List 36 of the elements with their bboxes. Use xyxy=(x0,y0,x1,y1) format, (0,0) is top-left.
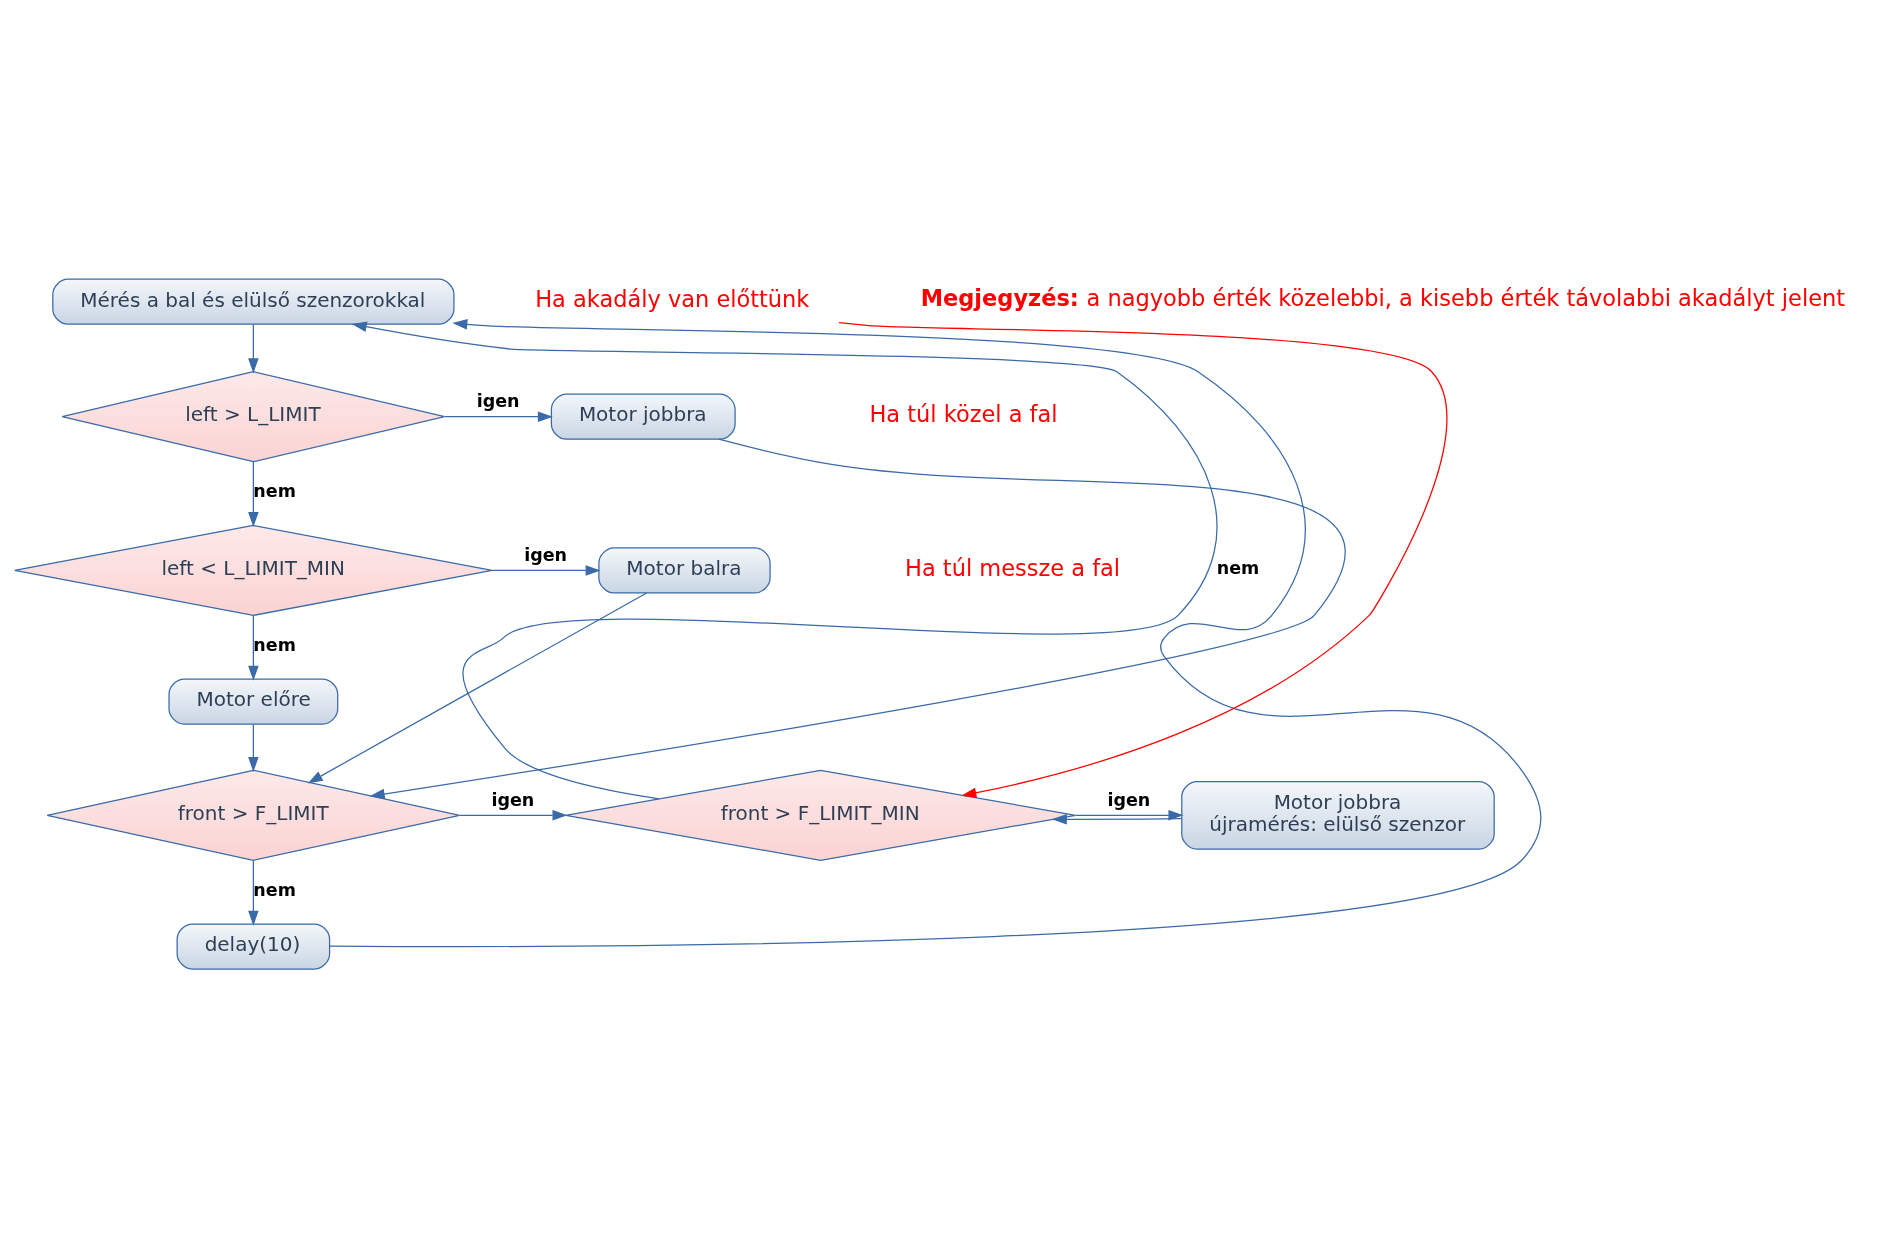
node-text: Ha akadály van előttünk xyxy=(534,286,809,313)
arrow xyxy=(369,438,1345,800)
edge-label: igen xyxy=(490,789,534,810)
arrow xyxy=(328,319,1541,948)
arrow xyxy=(351,321,1218,800)
label: Ha túl közel a fal xyxy=(868,401,1058,428)
edge-label: nem xyxy=(252,634,296,655)
label: Megjegyzés: a nagyobb érték közelebbi, a kisebb érték távolabbi akadályt jelent xyxy=(920,284,1845,311)
arrow xyxy=(247,723,259,772)
edge-label: nem xyxy=(252,879,296,900)
node-box: delay(10) xyxy=(176,923,330,970)
arrow xyxy=(247,461,259,528)
node-box: Motor előre xyxy=(167,678,338,725)
edge-label: igen xyxy=(523,544,567,565)
arrow xyxy=(837,322,1447,798)
node-box: Motor jobbra újramérés: elülső szenzor xyxy=(1180,780,1495,850)
arrow xyxy=(491,565,601,576)
arrow xyxy=(1051,814,1182,825)
arrow xyxy=(443,411,553,422)
edge-label: nem xyxy=(1216,557,1259,578)
edge-label: igen xyxy=(1106,789,1150,810)
node-box: Mérés a bal és elülső szenzorokkal xyxy=(51,278,455,325)
node-diamond: front > F_LIMIT_MIN xyxy=(564,769,1076,861)
node-box: Motor jobbra xyxy=(550,393,736,440)
arrow xyxy=(247,859,259,926)
arrow xyxy=(307,592,647,784)
edge-label: igen xyxy=(476,390,520,411)
edge-label: nem xyxy=(252,480,296,501)
node-diamond: left > L_LIMIT xyxy=(61,371,445,463)
node-box: Motor balra xyxy=(597,547,771,594)
arrow xyxy=(1074,810,1183,821)
arrow xyxy=(247,614,259,681)
node-diamond: left < L_LIMIT_MIN xyxy=(13,524,493,616)
arrow xyxy=(458,810,567,821)
label: Ha túl messze a fal xyxy=(904,554,1120,581)
arrow xyxy=(247,324,259,374)
